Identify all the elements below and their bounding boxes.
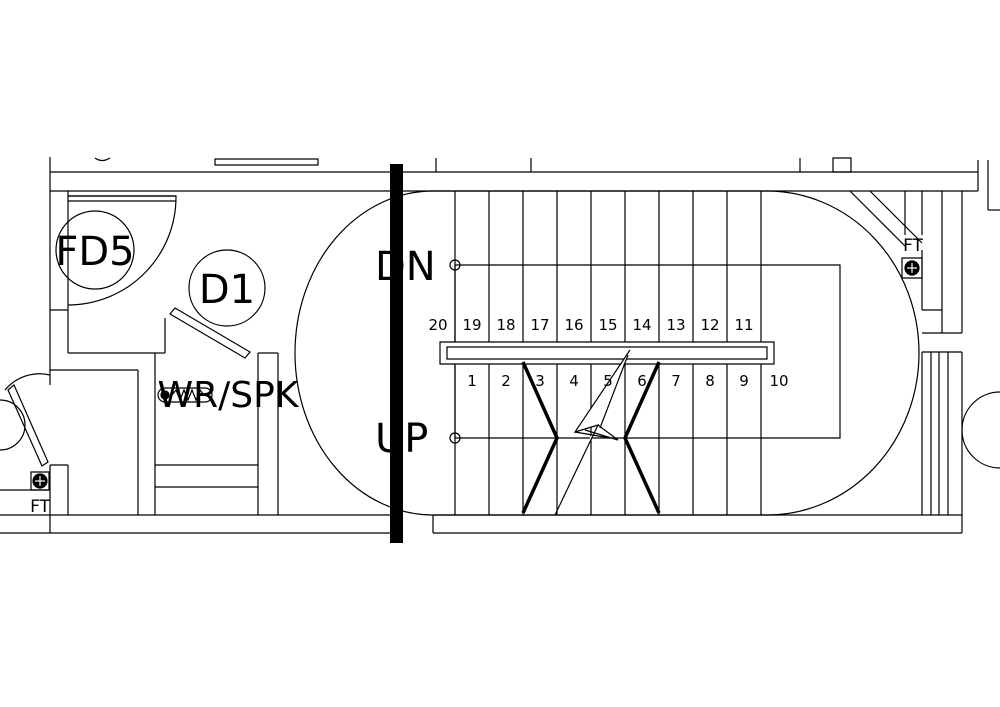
d1-door-leaf xyxy=(170,308,250,358)
handrail-inner xyxy=(447,347,767,359)
step-number: 9 xyxy=(739,372,749,390)
d1-tag-circle xyxy=(189,250,265,326)
step-number: 15 xyxy=(598,316,617,334)
step-number: 2 xyxy=(501,372,511,390)
fire-extinguisher-icon xyxy=(31,472,49,490)
right-details xyxy=(850,191,962,515)
edge-tag-circle xyxy=(962,392,1000,468)
lower-flight-numbers: 1 2 3 4 5 6 7 8 9 10 xyxy=(467,372,788,390)
fd5-door-swing xyxy=(68,196,176,305)
left-door-swing xyxy=(5,374,50,390)
wr-spk-device xyxy=(158,388,212,402)
step-number: 8 xyxy=(705,372,715,390)
step-number: 13 xyxy=(666,316,685,334)
wr-spk-label: WR/SPK xyxy=(158,375,300,416)
bottom-wall xyxy=(0,515,962,533)
fire-extinguisher-icon xyxy=(905,261,919,275)
dn-arrow-label: DN xyxy=(375,244,436,290)
step-number: 1 xyxy=(467,372,477,390)
step-number: 14 xyxy=(632,316,651,334)
step-number: 4 xyxy=(569,372,579,390)
handrail-outer xyxy=(440,342,774,364)
fd5-tag: FD5 xyxy=(55,229,134,275)
step-number: 3 xyxy=(535,372,545,390)
step-number: 20 xyxy=(428,316,447,334)
step-number: 5 xyxy=(603,372,613,390)
ft-label-left: FT xyxy=(30,497,50,517)
left-rooms xyxy=(0,191,278,533)
step-number: 10 xyxy=(769,372,788,390)
step-number: 6 xyxy=(637,372,647,390)
step-number: 7 xyxy=(671,372,681,390)
step-number: 16 xyxy=(564,316,583,334)
fd5-tag-circle xyxy=(56,211,134,289)
heavy-break-lines xyxy=(523,362,659,513)
step-number: 18 xyxy=(496,316,515,334)
step-number: 19 xyxy=(462,316,481,334)
d1-tag: D1 xyxy=(199,267,255,313)
top-wall xyxy=(50,157,1000,210)
step-number: 11 xyxy=(734,316,753,334)
ft-label-right: FT xyxy=(903,236,923,256)
step-number: 12 xyxy=(700,316,719,334)
step-number: 17 xyxy=(530,316,549,334)
upper-flight-numbers: 20 19 18 17 16 15 14 13 12 11 xyxy=(428,316,753,334)
stair-outline xyxy=(295,191,919,515)
